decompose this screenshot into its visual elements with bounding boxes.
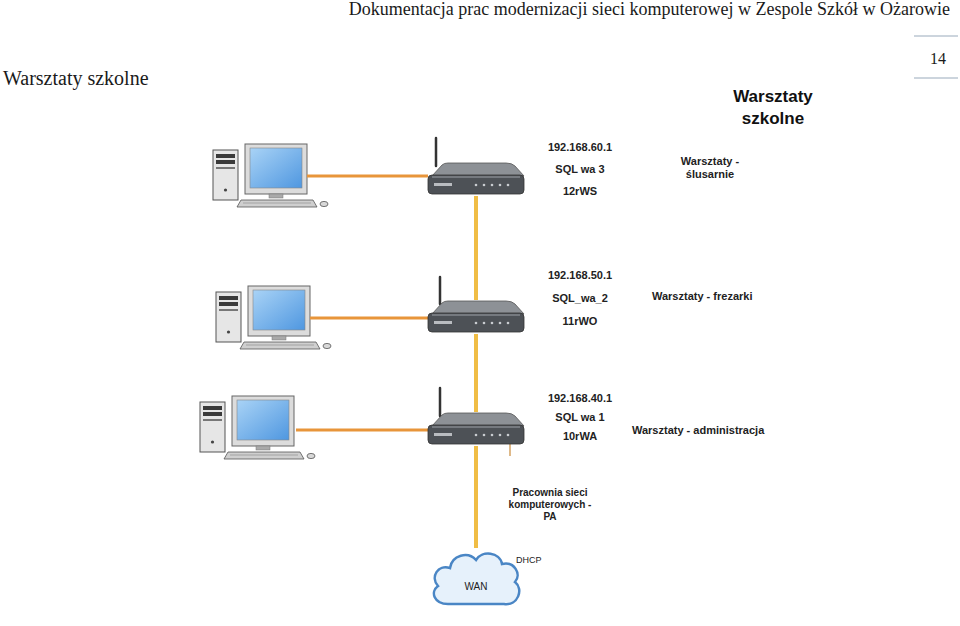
router-box: 192.168.50.1SQL_wa_211rWO: [426, 300, 526, 334]
router-info: 192.168.60.1: [540, 140, 620, 154]
network-cable: [474, 334, 478, 412]
diagram-title: Warsztaty szkolne: [712, 86, 834, 130]
section-heading: Warsztaty szkolne: [3, 66, 149, 90]
rule: [914, 36, 958, 37]
router-info: SQL wa 1: [540, 410, 620, 424]
cloud-node: WAN: [428, 548, 524, 610]
lan-cable: [307, 175, 428, 178]
page-number: 14: [926, 49, 950, 69]
cloud-shape: [428, 548, 524, 610]
page-header: Dokumentacja prac modernizacji sieci kom…: [349, 0, 950, 20]
antenna: [439, 388, 442, 416]
router-icon: [426, 162, 526, 196]
router-info: 192.168.40.1: [540, 391, 620, 405]
antenna: [439, 277, 442, 304]
router-icon: [426, 412, 526, 446]
network-cable: [474, 446, 478, 548]
service-label: DHCP: [516, 554, 542, 566]
edge-label: Pracownia sieci komputerowych - PA: [504, 487, 596, 523]
zone-label: Warsztaty - frezarki: [652, 289, 752, 303]
router-info: SQL_wa_2: [540, 291, 620, 305]
router-box: 192.168.60.1SQL wa 312rWS: [426, 162, 526, 196]
cloud-label: WAN: [428, 580, 524, 594]
lan-cable: [296, 429, 428, 432]
network-cable: [474, 196, 478, 300]
computer-icon: [200, 396, 315, 459]
router-info: SQL wa 3: [540, 162, 620, 176]
router-icon: [426, 300, 526, 334]
router-info: 11rWO: [540, 314, 620, 328]
router-info: 10rWA: [540, 429, 620, 443]
rule: [914, 78, 958, 79]
router-box: 192.168.40.1SQL wa 110rWA: [426, 412, 526, 446]
router-info: 192.168.50.1: [540, 268, 620, 282]
lan-cable: [310, 317, 428, 320]
zone-label: Warsztaty - ślusarnie: [668, 155, 752, 181]
zone-label: Warsztaty - administracja: [632, 423, 764, 437]
router-info: 12rWS: [540, 184, 620, 198]
antenna: [435, 138, 438, 166]
